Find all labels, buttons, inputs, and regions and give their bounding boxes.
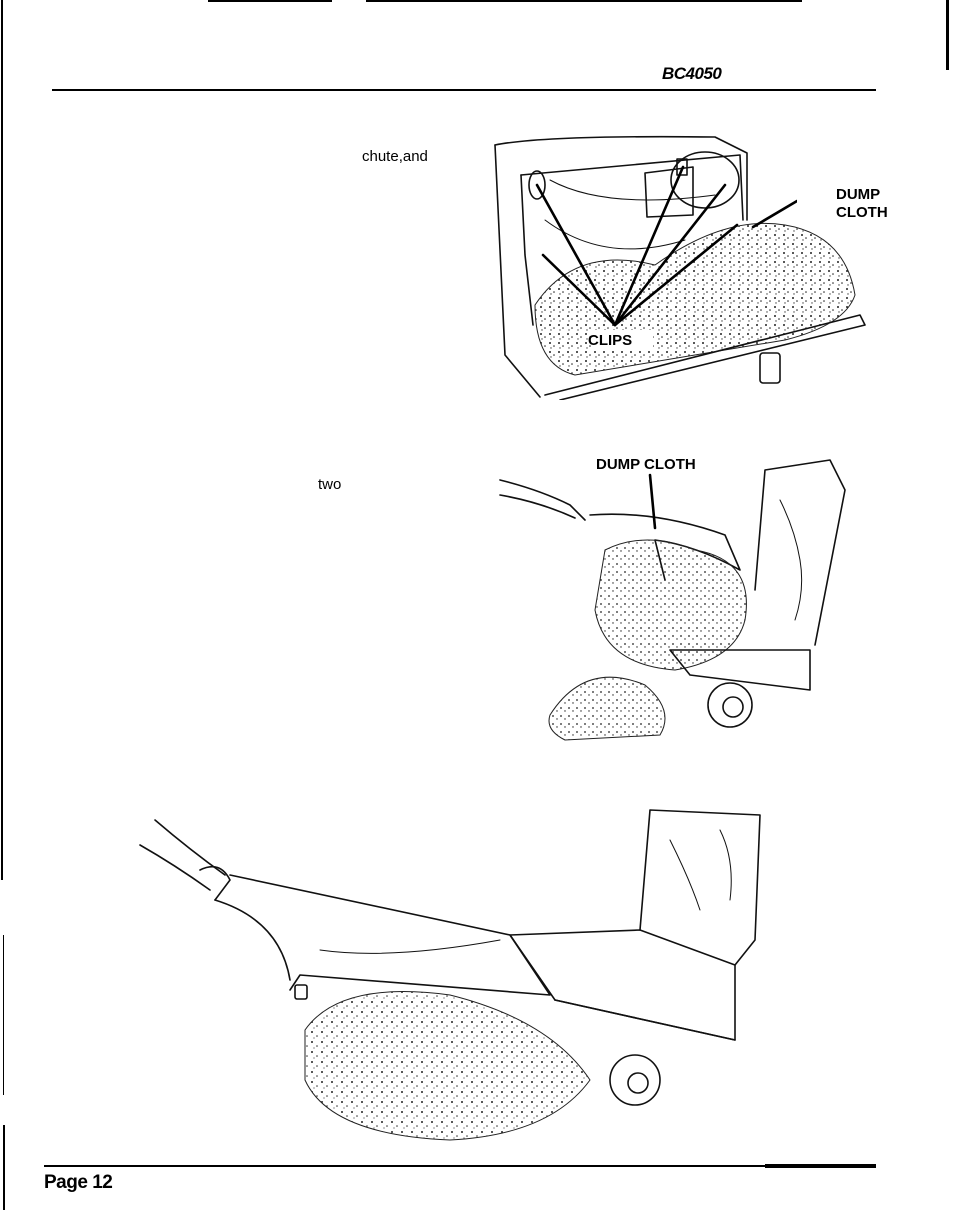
footer-rule-thick [765, 1164, 876, 1168]
left-binding-mark-lower [3, 1125, 5, 1210]
callout-dump-cloth: DUMP CLOTH [836, 186, 888, 222]
header-rule [52, 89, 876, 91]
footer-rule [44, 1165, 876, 1167]
model-number: BC4050 [662, 64, 721, 84]
callout-dump-cloth-line1: DUMP [836, 186, 888, 204]
page-number: Page 12 [44, 1172, 112, 1194]
callout-clips: CLIPS [588, 332, 632, 350]
left-binding-line [1, 0, 3, 880]
figure-clips-illustration [485, 125, 880, 400]
right-edge-mark [946, 0, 949, 70]
top-rule-short [208, 0, 332, 2]
figure-dumping-illustration [495, 450, 860, 745]
callout-dump-cloth-2: DUMP CLOTH [596, 456, 696, 474]
body-text-fragment: chute,and [362, 148, 428, 165]
figure-full-dump-illustration [130, 790, 780, 1145]
left-binding-mark [3, 935, 4, 1095]
top-rule-long [366, 0, 802, 2]
body-text-fragment: two [318, 476, 341, 493]
callout-dump-cloth-line2: CLOTH [836, 204, 888, 222]
